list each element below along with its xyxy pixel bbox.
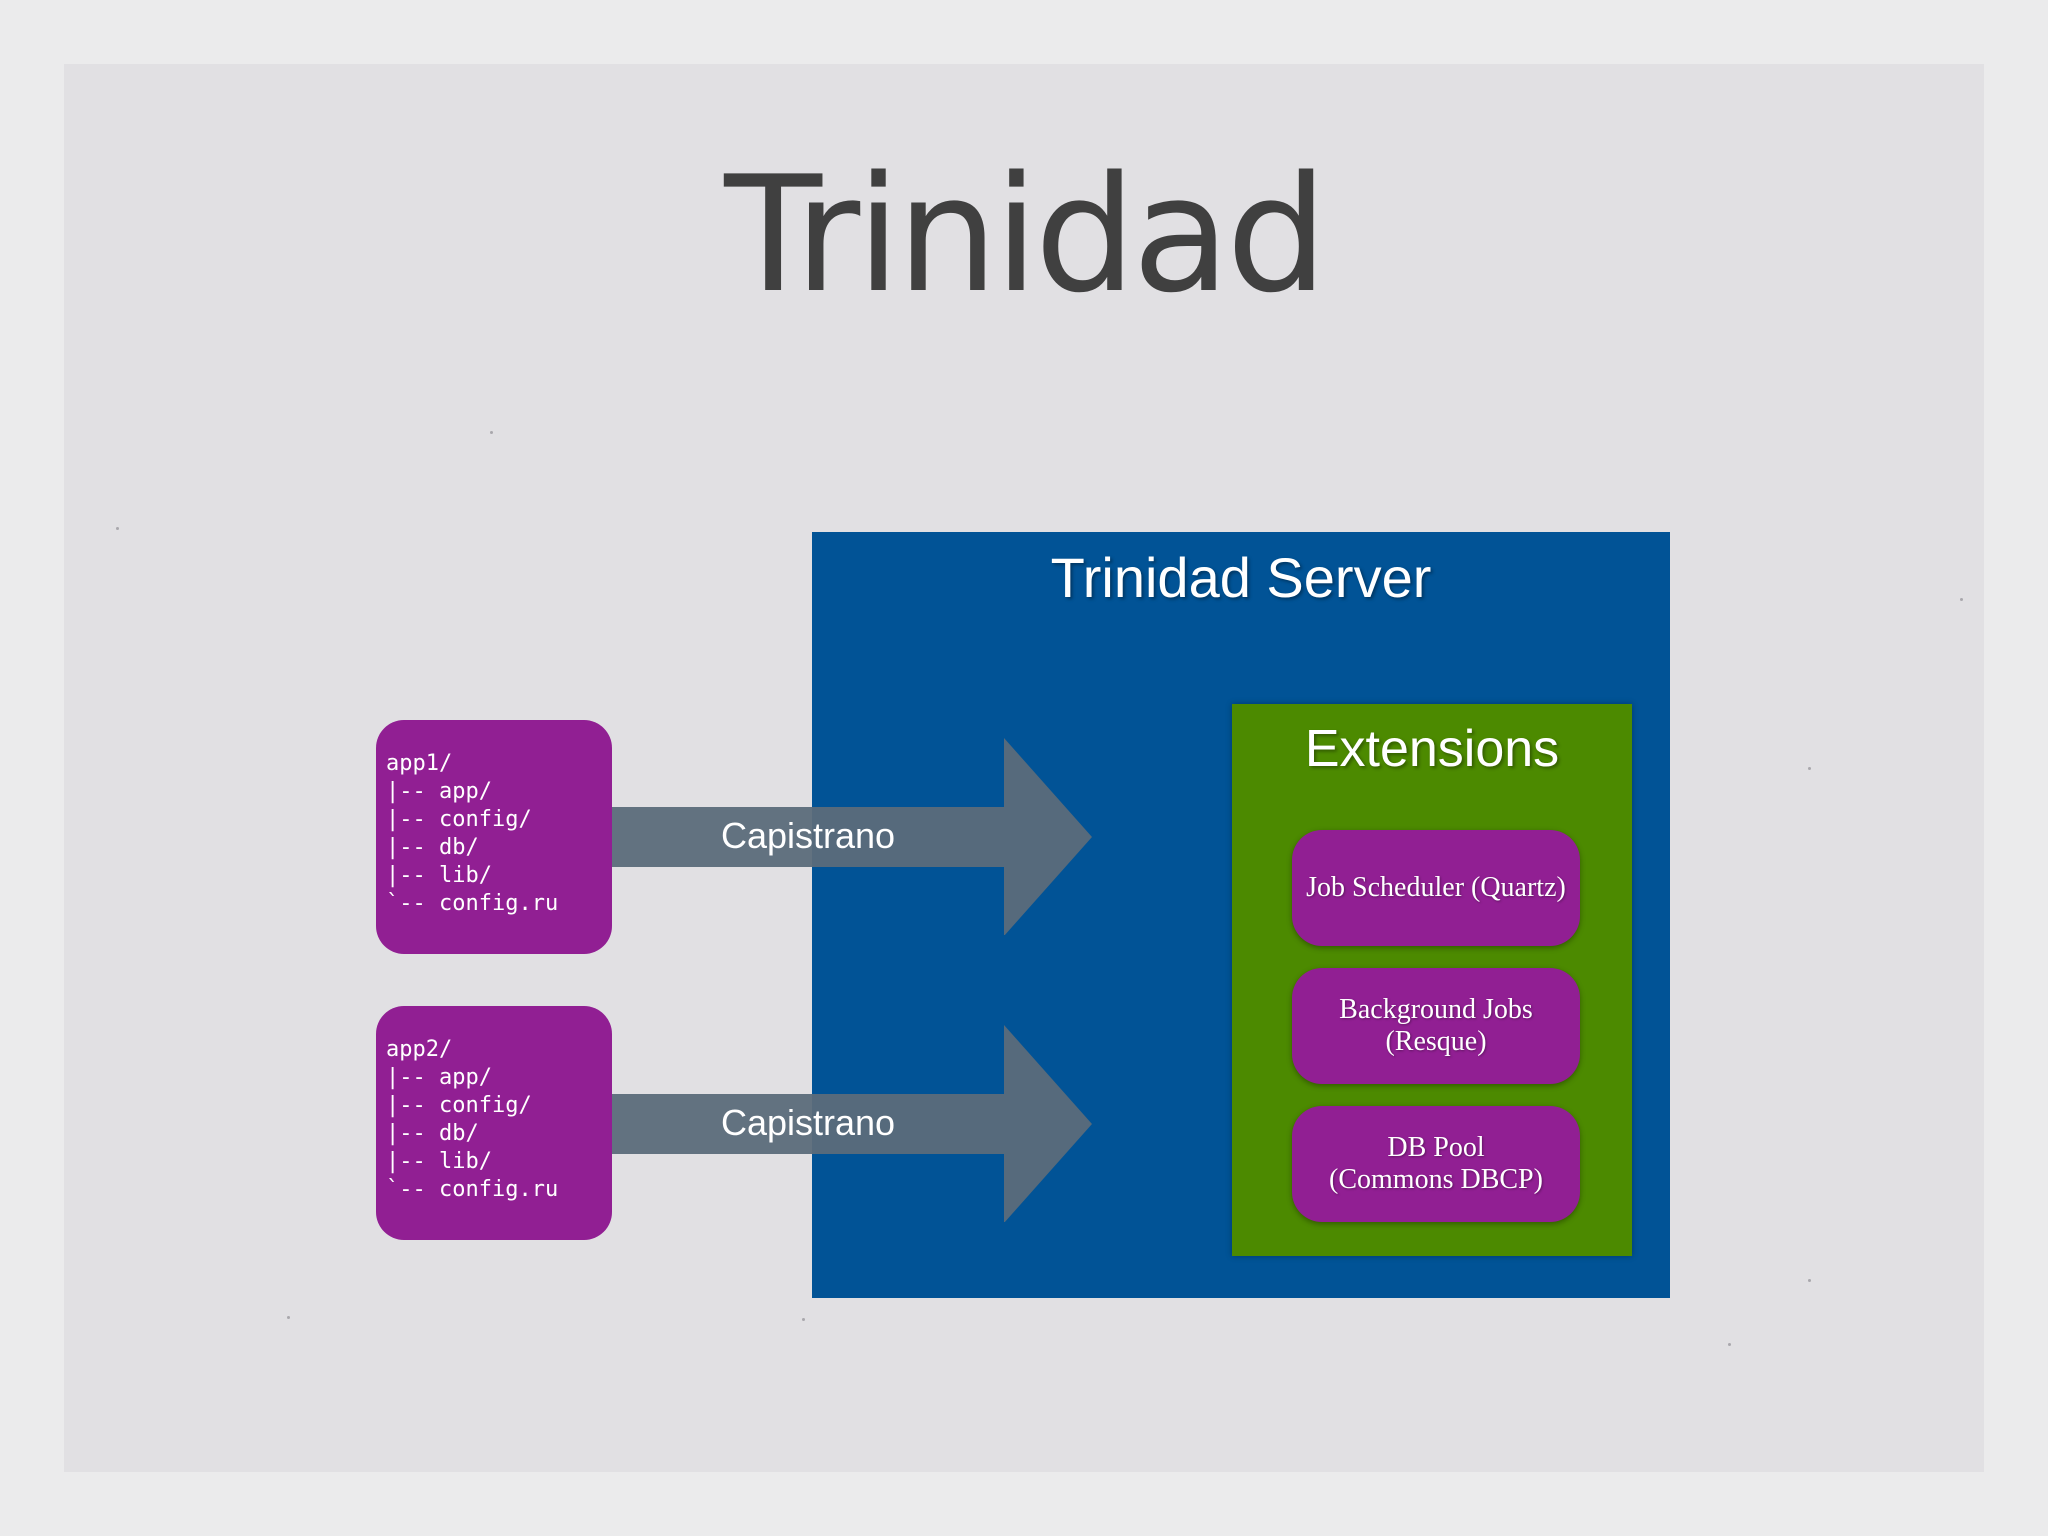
extensions-title: Extensions — [1304, 720, 1560, 778]
server-title: Trinidad Server — [1050, 546, 1432, 609]
paper-speck — [1960, 598, 1963, 601]
extension-item-db-pool: DB Pool (Commons DBCP) — [1292, 1106, 1580, 1222]
slide-title: Trinidad — [724, 141, 1327, 328]
app-directory-tree: app2/ |-- app/ |-- config/ |-- db/ |-- l… — [386, 1037, 559, 1202]
extension-item-background-jobs: Background Jobs (Resque) — [1292, 968, 1580, 1084]
paper-speck — [287, 1316, 290, 1319]
paper-speck — [1808, 767, 1811, 770]
paper-speck — [1728, 1343, 1731, 1346]
app-directory-tree: app1/ |-- app/ |-- config/ |-- db/ |-- l… — [386, 751, 559, 916]
paper-speck — [802, 1318, 805, 1321]
arrow-label: Capistrano — [720, 1102, 896, 1143]
capistrano-arrow — [612, 738, 1092, 935]
paper-speck — [116, 527, 119, 530]
extension-item-job-scheduler: Job Scheduler (Quartz) — [1292, 830, 1580, 946]
arrow-label: Capistrano — [720, 815, 896, 856]
capistrano-arrow — [612, 1025, 1092, 1222]
paper-speck — [490, 431, 493, 434]
app-box-app2: app2/ |-- app/ |-- config/ |-- db/ |-- l… — [376, 1006, 612, 1240]
paper-speck — [1808, 1279, 1811, 1282]
app-box-app1: app1/ |-- app/ |-- config/ |-- db/ |-- l… — [376, 720, 612, 954]
